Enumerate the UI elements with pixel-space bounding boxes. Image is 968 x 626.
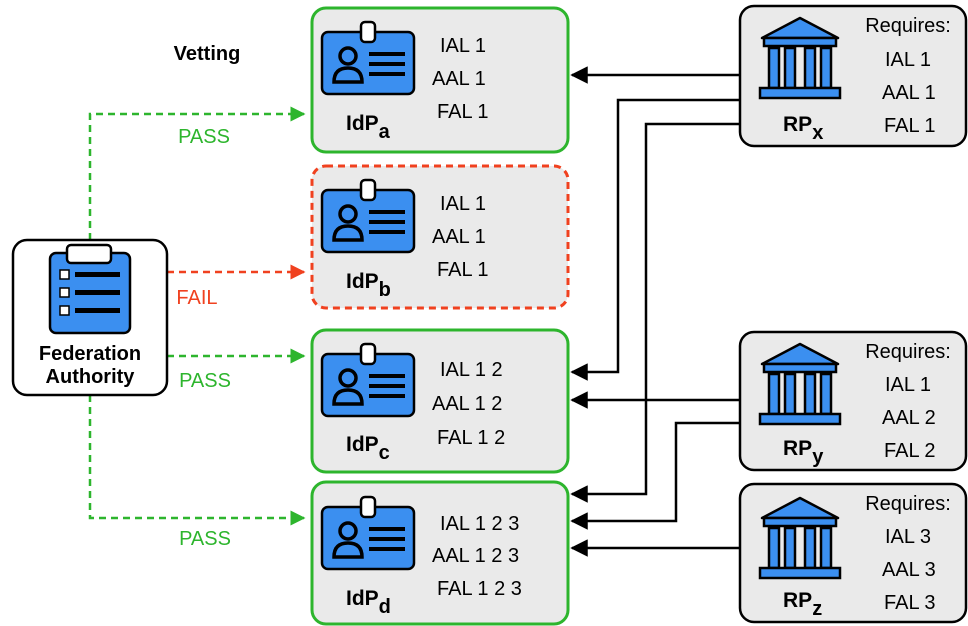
rp-fal: FAL 1 [884, 115, 936, 137]
idp-name: IdPc [346, 433, 390, 464]
rp-fal: FAL 2 [884, 440, 936, 462]
rp-ial: IAL 1 [885, 374, 931, 396]
connector-rpx-idpd [570, 122, 740, 503]
idp-fal: FAL 1 2 3 [437, 578, 522, 600]
id-card-icon [320, 495, 416, 571]
rp-node-y: RPy Requires: IAL 1 AAL 2 FAL 2 [738, 330, 968, 472]
clipboard-icon [48, 243, 132, 335]
id-card-icon [320, 342, 416, 418]
idp-aal: AAL 1 [432, 226, 486, 248]
rp-connections [570, 66, 740, 557]
federation-label-line1: Federation [39, 343, 141, 365]
idp-node-a: IdPa IAL 1 AAL 1 FAL 1 [310, 6, 570, 154]
idp-aal: AAL 1 2 3 [432, 545, 519, 567]
vetting-edge-a [88, 106, 306, 240]
rp-aal: AAL 1 [882, 82, 936, 104]
bank-icon [758, 16, 842, 100]
federation-authority-node: Federation Authority [11, 238, 169, 397]
edge-label-b: FAIL [176, 287, 217, 309]
idp-aal: AAL 1 [432, 68, 486, 90]
rp-name: RPz [783, 589, 822, 620]
rp-aal: AAL 2 [882, 407, 936, 429]
rp-requires-label: Requires: [865, 341, 951, 363]
edge-label-c: PASS [179, 370, 231, 392]
vetting-connections [88, 106, 306, 526]
rp-name: RPx [783, 113, 823, 144]
rp-node-z: RPz Requires: IAL 3 AAL 3 FAL 3 [738, 482, 968, 624]
rp-ial: IAL 3 [885, 526, 931, 548]
vetting-title: Vetting [174, 43, 241, 65]
idp-ial: IAL 1 2 [440, 359, 503, 381]
rp-ial: IAL 1 [885, 49, 931, 71]
edge-label-a: PASS [178, 126, 230, 148]
connector-rpx-idpc [570, 98, 740, 381]
idp-name: IdPd [346, 587, 391, 618]
idp-ial: IAL 1 2 3 [440, 513, 519, 535]
rp-requires-label: Requires: [865, 15, 951, 37]
rp-requires-label: Requires: [865, 493, 951, 515]
idp-fal: FAL 1 [437, 259, 489, 281]
rp-node-x: RPx Requires: IAL 1 AAL 1 FAL 1 [738, 4, 968, 148]
federation-label-line2: Authority [46, 366, 136, 388]
id-card-icon [320, 20, 416, 96]
idp-name: IdPb [346, 270, 391, 301]
rp-aal: AAL 3 [882, 559, 936, 581]
edge-label-d: PASS [179, 528, 231, 550]
bank-icon [758, 342, 842, 426]
connector-rpy-idpd [570, 421, 740, 530]
idp-node-b: IdPb IAL 1 AAL 1 FAL 1 [310, 164, 570, 310]
idp-node-c: IdPc IAL 1 2 AAL 1 2 FAL 1 2 [310, 328, 570, 474]
id-card-icon [320, 178, 416, 254]
rp-fal: FAL 3 [884, 592, 936, 614]
idp-node-d: IdPd IAL 1 2 3 AAL 1 2 3 FAL 1 2 3 [310, 480, 570, 626]
bank-icon [758, 496, 842, 580]
idp-name: IdPa [346, 112, 391, 143]
idp-fal: FAL 1 [437, 101, 489, 123]
idp-ial: IAL 1 [440, 193, 486, 215]
rp-name: RPy [783, 437, 824, 468]
idp-ial: IAL 1 [440, 35, 486, 57]
idp-fal: FAL 1 2 [437, 427, 505, 449]
idp-aal: AAL 1 2 [432, 393, 502, 415]
vetting-edge-d [88, 395, 306, 526]
